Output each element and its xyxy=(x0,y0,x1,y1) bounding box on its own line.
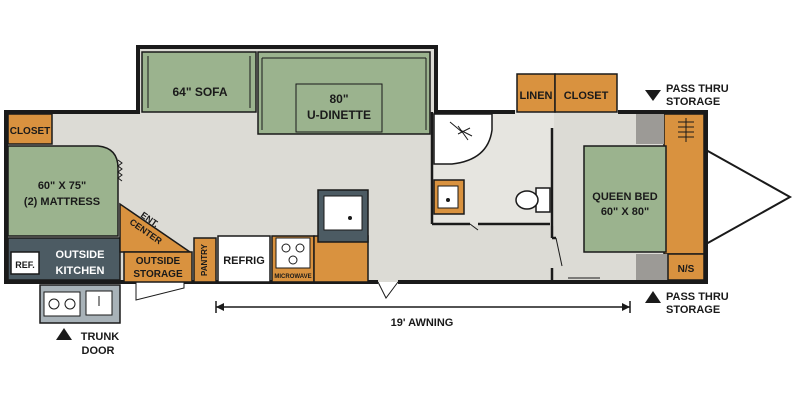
doors xyxy=(135,223,600,301)
hitch-tongue xyxy=(705,149,793,245)
closet-top xyxy=(554,73,618,113)
outside-kitchen-label-1: OUTSIDE xyxy=(56,249,105,261)
night-stand xyxy=(667,253,705,281)
closet-left-label: CLOSET xyxy=(10,126,51,137)
trunk-burner-2 xyxy=(64,298,76,310)
refrigerator-label: REFRIG xyxy=(223,255,265,267)
mattress-size: 60" X 75" xyxy=(38,180,86,192)
dinette-label-1: 80" xyxy=(329,92,348,106)
bedroom-wardrobe xyxy=(663,113,705,255)
sink-drain xyxy=(348,216,352,220)
shower-stall xyxy=(433,113,493,165)
dinette-table xyxy=(295,83,383,133)
closet-top-label: CLOSET xyxy=(564,90,609,102)
trunk-label-2: DOOR xyxy=(82,345,115,357)
linen-label: LINEN xyxy=(520,90,553,102)
pass-thru-bottom-label-2: STORAGE xyxy=(666,304,720,316)
sofa-cushion-line xyxy=(147,56,251,108)
burner-1 xyxy=(281,243,291,253)
pass-thru-top-label-1: PASS THRU xyxy=(666,83,729,95)
pass-thru-bottom-block xyxy=(636,254,668,280)
pass-thru-bottom-arrow-icon xyxy=(645,291,661,303)
pass-thru-top-block xyxy=(636,114,664,144)
awning-arrow-left xyxy=(216,303,224,311)
pantry xyxy=(193,237,217,283)
ladder-vent-icon xyxy=(678,118,694,142)
mattress-count: (2) MATTRESS xyxy=(24,196,100,208)
outside-storage-label-1: OUTSIDE xyxy=(136,256,181,267)
refrigerator xyxy=(217,235,271,283)
queen-bed-label-2: 60" X 80" xyxy=(601,206,649,218)
trunk-label-1: TRUNK xyxy=(81,331,120,343)
burner-3 xyxy=(288,255,298,265)
awning-label: 19' AWNING xyxy=(391,317,454,329)
pass-thru-bottom-label-1: PASS THRU xyxy=(666,291,729,303)
bathroom-sink xyxy=(437,185,459,209)
interior-walls xyxy=(430,112,556,282)
sofa xyxy=(141,51,257,113)
outside-ref-label: REF. xyxy=(15,260,35,270)
night-stand-label: N/S xyxy=(678,264,695,275)
kitchen-counter xyxy=(313,235,369,283)
bathroom-sink-drain xyxy=(446,198,450,202)
burner-2 xyxy=(295,243,305,253)
cooktop xyxy=(275,237,311,269)
sofa-label: 64" SOFA xyxy=(172,85,227,99)
dinette-label-2: U-DINETTE xyxy=(307,108,371,122)
kitchen-sink xyxy=(323,195,363,231)
bunk-mattress xyxy=(7,145,119,237)
outside-kitchen-label-2: KITCHEN xyxy=(56,265,105,277)
trunk-burner-plate xyxy=(43,291,81,317)
pass-thru-top-arrow-icon xyxy=(645,90,661,101)
trunk-burner-1 xyxy=(48,298,60,310)
pass-thru-top-label-2: STORAGE xyxy=(666,96,720,108)
awning-arrow-right xyxy=(622,303,630,311)
closet-left xyxy=(7,113,53,145)
pantry-label: PANTRY xyxy=(200,243,209,276)
queen-bed-label-1: QUEEN BED xyxy=(592,191,657,203)
microwave-label: MICROWAVE xyxy=(274,274,311,280)
awning-dimension xyxy=(215,301,631,313)
shower-head-icon xyxy=(449,121,473,141)
bunk-ladder xyxy=(117,159,123,182)
trunk-arrow-icon xyxy=(56,328,72,340)
toilet-bowl xyxy=(515,190,539,210)
dinette-seat-outline xyxy=(261,57,427,130)
linen xyxy=(516,73,556,113)
outside-ref xyxy=(10,251,40,275)
queen-bed xyxy=(583,145,667,253)
outside-storage xyxy=(123,251,193,283)
outside-storage-label-2: STORAGE xyxy=(133,269,183,280)
